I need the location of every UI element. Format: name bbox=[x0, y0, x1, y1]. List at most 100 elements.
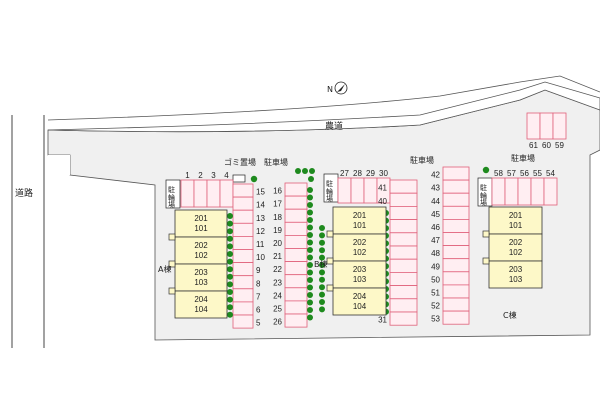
parking-number: 44 bbox=[431, 197, 440, 206]
building-notch bbox=[482, 230, 490, 238]
parking-number: 8 bbox=[256, 279, 261, 288]
bike-label-b2: 輪 bbox=[326, 187, 333, 196]
tree bbox=[307, 292, 313, 298]
unit-number-upper: 201 bbox=[194, 214, 208, 223]
parking-number: 60 bbox=[542, 141, 551, 150]
building-unit bbox=[332, 260, 387, 289]
parking-number: 22 bbox=[273, 265, 282, 274]
parking-space bbox=[526, 112, 541, 140]
tree-row-b-left bbox=[307, 187, 313, 321]
tree-layer bbox=[227, 168, 389, 321]
building-notch bbox=[326, 257, 334, 265]
building-label: C棟 bbox=[503, 310, 517, 320]
parking-number: 13 bbox=[256, 214, 265, 223]
parking-number: 30 bbox=[379, 169, 388, 178]
tree-trash bbox=[250, 175, 258, 183]
parking-space bbox=[442, 192, 470, 207]
parking-number: 28 bbox=[353, 169, 362, 178]
parking-number: 54 bbox=[546, 169, 555, 178]
parking-space bbox=[232, 209, 254, 224]
building-unit bbox=[488, 260, 543, 289]
parking-number: 11 bbox=[256, 240, 265, 249]
parking-space bbox=[232, 314, 254, 329]
parking-space bbox=[284, 261, 308, 276]
trash-label: ゴミ置場 bbox=[224, 157, 256, 167]
road-label: 道路 bbox=[15, 187, 33, 199]
bike-parking-b: 駐 輪 場 bbox=[323, 173, 339, 203]
parking-space bbox=[232, 301, 254, 316]
unit-number-upper: 203 bbox=[509, 265, 523, 274]
tree bbox=[319, 306, 325, 313]
building-label: B棟 bbox=[314, 259, 328, 269]
parking-space bbox=[389, 219, 418, 234]
bike-label-c2: 輪 bbox=[480, 191, 487, 200]
tree bbox=[307, 254, 313, 261]
parking-space bbox=[284, 300, 308, 315]
parking-space bbox=[389, 298, 418, 313]
parking-space bbox=[442, 271, 470, 286]
tree bbox=[309, 168, 315, 174]
unit-number-upper: 202 bbox=[194, 241, 208, 250]
parking-number: 10 bbox=[256, 253, 265, 262]
parking-space bbox=[284, 208, 308, 223]
unit-number-lower: 104 bbox=[194, 305, 208, 314]
parking-space bbox=[517, 177, 532, 206]
tree bbox=[319, 232, 325, 239]
tree bbox=[227, 251, 233, 257]
parking-space bbox=[389, 258, 418, 273]
tree bbox=[319, 247, 325, 254]
parking-space bbox=[442, 284, 470, 299]
outer-boundary-top bbox=[47, 75, 600, 121]
tree bbox=[319, 239, 325, 246]
building-unit bbox=[174, 290, 228, 319]
parking-number: 5 bbox=[256, 319, 261, 328]
tree bbox=[307, 202, 313, 208]
parking-number: 26 bbox=[273, 318, 282, 327]
unit-number-lower: 103 bbox=[353, 275, 367, 284]
tree bbox=[307, 239, 313, 246]
tree bbox=[227, 281, 233, 288]
trash-box bbox=[232, 174, 246, 183]
tree bbox=[307, 209, 313, 216]
bike-parking-a: 駐 輪 場 bbox=[165, 179, 181, 209]
tree bbox=[307, 284, 313, 291]
parking-number: 48 bbox=[431, 249, 440, 258]
tree bbox=[307, 217, 313, 223]
tree bbox=[227, 273, 233, 280]
tree bbox=[307, 299, 313, 306]
tree bbox=[227, 296, 233, 303]
parking-space bbox=[284, 287, 308, 302]
tree bbox=[307, 187, 313, 193]
parking-space bbox=[350, 177, 365, 204]
parking-label-b: 駐車場 bbox=[410, 155, 434, 165]
building-notch bbox=[326, 230, 334, 238]
parking-space bbox=[232, 288, 254, 303]
parking-space bbox=[389, 179, 418, 194]
tree bbox=[319, 284, 325, 291]
tree bbox=[227, 289, 233, 295]
parking-space bbox=[284, 313, 308, 328]
parking-number: 24 bbox=[273, 291, 282, 300]
parking-label-c: 駐車場 bbox=[511, 153, 535, 163]
bike-parking-c: 駐 輪 場 bbox=[477, 177, 493, 207]
tree bbox=[308, 176, 314, 182]
tree bbox=[307, 262, 313, 268]
tree bbox=[227, 266, 233, 273]
parking-number: 55 bbox=[533, 169, 542, 178]
north-arrow-head bbox=[337, 84, 345, 92]
bike-label-b: 駐 bbox=[326, 179, 333, 188]
entrance-cutout bbox=[48, 155, 70, 175]
building-notch bbox=[168, 260, 176, 268]
unit-number-upper: 204 bbox=[353, 292, 367, 301]
building-notch bbox=[168, 287, 176, 295]
parking-number: 43 bbox=[431, 184, 440, 193]
parking-number: 18 bbox=[273, 213, 282, 222]
parking-space bbox=[232, 249, 254, 264]
